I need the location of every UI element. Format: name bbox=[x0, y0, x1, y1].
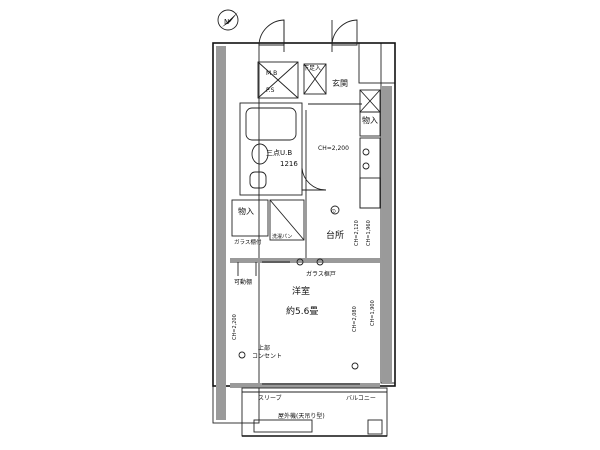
bath-label: 三点U.B bbox=[266, 149, 292, 157]
entry-doors bbox=[258, 19, 358, 52]
ch-bath-label: CH=2,200 bbox=[318, 145, 349, 152]
movable-shelf-label: 可動棚 bbox=[234, 278, 252, 286]
ch-k1-label: CH=2,120 bbox=[354, 220, 360, 246]
storage-top-label: 物入 bbox=[362, 115, 378, 125]
mbps-top-label: M.B bbox=[266, 70, 277, 77]
entrance-label: 玄関 bbox=[332, 78, 348, 88]
outer-walls bbox=[212, 42, 396, 424]
outlet-label: コンセント bbox=[252, 353, 282, 360]
entrance-area: 下足入 玄関 bbox=[303, 63, 362, 105]
storage-top: 物入 bbox=[359, 89, 381, 137]
western-size-label: 約5.6畳 bbox=[286, 305, 318, 317]
glass-shelf-label: ガラス棚付 bbox=[234, 238, 262, 246]
bath-size-label: 1216 bbox=[280, 160, 298, 168]
mbps-bottom-label: P.S bbox=[266, 87, 275, 94]
balcony-label: バルコニー bbox=[346, 395, 376, 402]
sleeve-label: スリーブ bbox=[258, 394, 282, 402]
kitchen-area: CH=2,200 ⊙ 台所 CH=2,120 CH=1,960 bbox=[305, 110, 381, 258]
outdoor-unit-label: 屋外機(天吊り型) bbox=[278, 412, 325, 420]
mbps-box: M.B P.S bbox=[257, 61, 299, 99]
outlet-upper-label: 上部 bbox=[258, 344, 270, 352]
storage-left-label: 物入 bbox=[238, 206, 254, 216]
storage-left: 物入 洗濯パン ガラス棚付 bbox=[231, 199, 305, 246]
unit-bath: 三点U.B 1216 bbox=[239, 102, 327, 196]
washing-pan-label: 洗濯パン bbox=[272, 233, 292, 240]
glass-door-label: ガラス框戸 bbox=[306, 270, 336, 278]
compass-label: N bbox=[224, 18, 229, 26]
ch-w2-label: CH=2,080 bbox=[352, 306, 358, 332]
ch-k2-label: CH=1,960 bbox=[366, 220, 372, 246]
shoe-box-label: 下足入 bbox=[303, 65, 321, 72]
balcony: スリーブ バルコニー 屋外機(天吊り型) bbox=[241, 383, 388, 437]
ch-w1-label: CH=2,200 bbox=[232, 314, 238, 340]
ch-w3-label: CH=1,900 bbox=[370, 300, 376, 326]
kitchen-label: 台所 bbox=[326, 229, 344, 241]
western-room-label: 洋室 bbox=[292, 285, 310, 297]
svg-text:⊙: ⊙ bbox=[331, 208, 336, 215]
compass: N bbox=[217, 9, 239, 31]
glass-door-area: ガラス框戸 可動棚 bbox=[234, 258, 336, 286]
western-room: 洋室 約5.6畳 CH=2,200 CH=2,080 CH=1,900 上部 コ… bbox=[232, 285, 376, 370]
